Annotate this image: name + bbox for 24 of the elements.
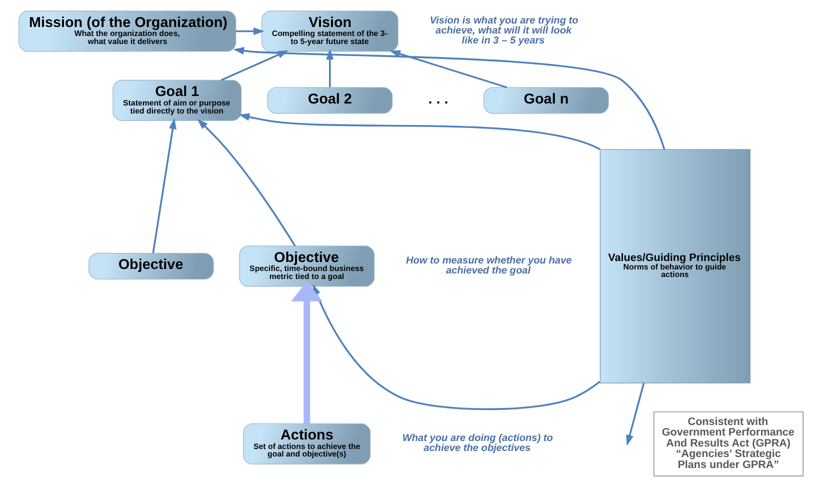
arrow bbox=[152, 118, 176, 254]
arrow bbox=[626, 382, 645, 446]
node-box: Vision Compelling statement of the 3- to 5-year future state bbox=[261, 10, 398, 52]
node-box: Values/Guiding Principles Norms of behavior to guide actions bbox=[600, 149, 750, 384]
node-box: Objective bbox=[88, 252, 214, 280]
arrow bbox=[233, 47, 666, 150]
node-label: Vision is what you are trying to achieve, what will it will look like in 3 – 5 years bbox=[430, 15, 578, 47]
node-box: Goal 2 bbox=[267, 87, 393, 114]
arrow bbox=[238, 113, 600, 150]
arrow bbox=[291, 281, 323, 424]
arrow bbox=[326, 48, 334, 88]
node-box: Objective Specific, time-bound business metric tied to a goal bbox=[239, 246, 375, 287]
node-box: Mission (of the Organization) What the organization does, what value it delivers bbox=[18, 10, 236, 52]
node-box: Consistent with Government Performance And Results Act (GPRA) “Agencies’ Strategic Plans under GPRA” bbox=[654, 411, 804, 476]
node-label: What you are doing (actions) to achieve the objectives bbox=[402, 433, 553, 454]
node-label: How to measure whether you have achieved the goal bbox=[406, 255, 572, 277]
arrow bbox=[236, 27, 264, 36]
node-box: Goal n bbox=[483, 87, 609, 114]
node-box: Goal 1 Statement of aim or purpose tied directly to the vision bbox=[112, 80, 242, 121]
arrow bbox=[220, 50, 288, 82]
label: . . . bbox=[428, 91, 448, 108]
node-box: Actions Set of actions to achieve the goal and objective(s) bbox=[243, 423, 371, 464]
arrow bbox=[197, 118, 296, 246]
arrow bbox=[390, 50, 508, 88]
